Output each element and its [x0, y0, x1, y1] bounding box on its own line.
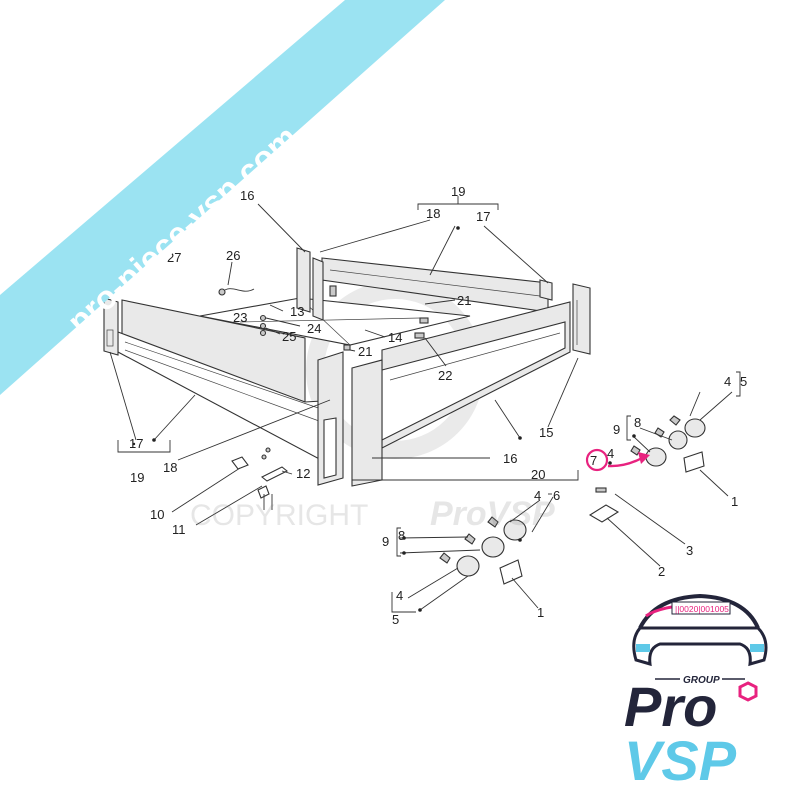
callout-3: 3: [686, 543, 693, 558]
callout-18: 18: [163, 460, 177, 475]
clip-3: [595, 487, 607, 493]
hinge-12: [260, 466, 289, 482]
lamp-4-b2: [456, 555, 480, 577]
callout-25: 25: [282, 329, 296, 344]
hinge-11: [257, 485, 270, 499]
svg-text:COPYRIGHT: COPYRIGHT: [190, 499, 368, 532]
callout-8: 8: [634, 415, 641, 430]
callout-1: 1: [731, 494, 738, 509]
logo-group: GROUP: [683, 675, 720, 686]
callout-4: 4: [607, 446, 614, 461]
plate-2: [588, 504, 620, 523]
callout-16: 16: [503, 451, 517, 466]
hinge-group: [231, 447, 289, 510]
callout-21: 21: [457, 293, 471, 308]
callout-26: 26: [226, 248, 240, 263]
callout-6: 6: [553, 488, 560, 503]
left-rear-post: [296, 247, 311, 313]
lamp-8: [668, 430, 688, 450]
callout-1: 1: [537, 605, 544, 620]
logo-vsp: VSP: [624, 729, 737, 792]
leader-lines: [101, 196, 741, 613]
callout-27: 27: [167, 250, 181, 265]
lamp-4-upper: [684, 418, 706, 438]
callout-9: 9: [613, 422, 620, 437]
callout-2: 2: [658, 564, 665, 579]
cargo-body: [103, 247, 591, 487]
bolt-24: [259, 322, 267, 330]
callout-24: 24: [307, 321, 321, 336]
callout-14: 14: [388, 330, 402, 345]
svg-text:ProVSP: ProVSP: [430, 495, 555, 533]
highlight-part-7: [585, 448, 650, 472]
callout-19: 19: [130, 470, 144, 485]
cable-26: [221, 288, 255, 293]
callout-13: 13: [290, 304, 304, 319]
callout-4: 4: [534, 488, 541, 503]
callout-18: 18: [426, 206, 440, 221]
callout-12: 12: [296, 466, 310, 481]
callout-labels: 1 1 2 3 4 5 4 4 6 4 5 7 8 9 8 9 10 11 12…: [86, 184, 747, 627]
callout-21: 21: [358, 344, 372, 359]
floor-plate: [199, 297, 471, 346]
callout-5: 5: [392, 612, 399, 627]
callout-17: 17: [476, 209, 490, 224]
lamp-8b: [481, 536, 505, 558]
logo-plate: ||0020|001005: [675, 604, 729, 614]
provsp-logo: ||0020|001005 GROUP Pro VSP: [624, 593, 768, 792]
bolt-23: [259, 314, 267, 322]
left-front-post: [103, 297, 119, 356]
logo-pro: Pro: [624, 675, 717, 738]
callout-23: 23: [233, 310, 247, 325]
callout-5: 5: [740, 374, 747, 389]
hinge-10: [231, 456, 249, 470]
callout-8: 8: [398, 528, 405, 543]
callout-4: 4: [724, 374, 731, 389]
callout-16: 16: [240, 188, 254, 203]
reflector-1-bottom: [499, 559, 523, 585]
bolt-21b: [343, 344, 351, 351]
callout-22: 22: [438, 368, 452, 383]
callout-7: 7: [590, 453, 597, 468]
center-right-post: [351, 359, 383, 487]
callout-19: 19: [451, 184, 465, 199]
bracket-22: [414, 332, 425, 339]
reflector-1-right: [683, 451, 705, 473]
callout-11: 11: [172, 522, 186, 537]
callout-15: 15: [539, 425, 553, 440]
copyright-watermark: COPYRIGHT ProVSP: [190, 495, 555, 533]
bolt-21a: [419, 317, 429, 324]
callout-10: 10: [150, 507, 164, 522]
lamp-4-b1: [503, 519, 527, 541]
callout-9: 9: [382, 534, 389, 549]
light-units-right: [588, 415, 706, 523]
callout-20: 20: [531, 467, 545, 482]
right-front-post: [572, 283, 591, 355]
callout-17: 17: [129, 436, 143, 451]
bolt-25: [259, 329, 267, 337]
callout-4: 4: [396, 588, 403, 603]
